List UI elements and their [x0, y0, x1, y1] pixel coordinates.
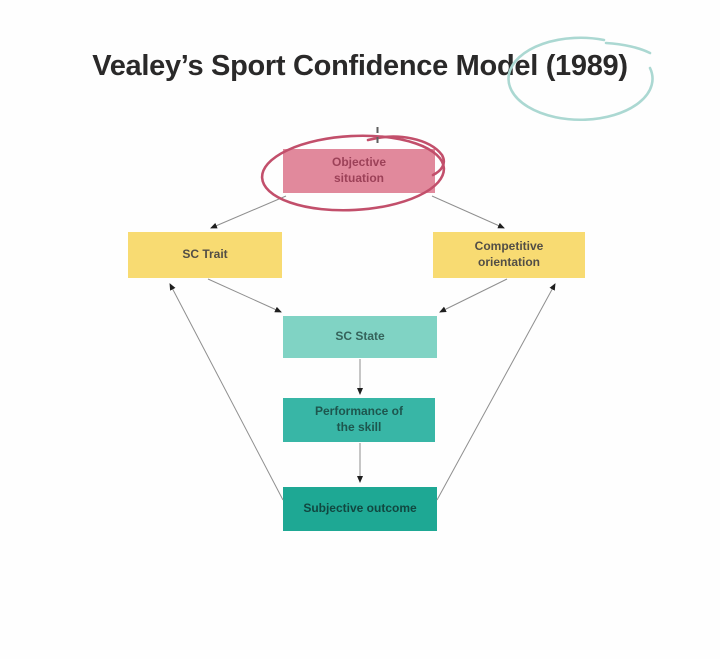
- node-performance-of-the-skill: Performance of the skill: [283, 398, 435, 442]
- arrow-subjective-to-competitive: [436, 283, 556, 501]
- node-label: Competitive orientation: [474, 239, 544, 269]
- node-competitive-orientation: Competitive orientation: [433, 232, 585, 278]
- node-objective-situation: Objective situation: [283, 149, 435, 193]
- arrow-objective-to-competitive: [431, 195, 505, 229]
- node-label: Objective situation: [331, 155, 387, 185]
- node-label: SC State: [335, 329, 385, 344]
- node-sc-state: SC State: [283, 316, 437, 358]
- arrow-subjective-to-sc-trait: [169, 283, 284, 501]
- node-sc-trait: SC Trait: [128, 232, 282, 278]
- arrow-objective-to-sc-trait: [210, 195, 287, 229]
- arrow-competitive-to-sc-state: [439, 278, 508, 313]
- node-label: Subjective outcome: [303, 501, 417, 516]
- arrow-sc-trait-to-sc-state: [207, 278, 282, 313]
- node-label: SC Trait: [182, 247, 228, 262]
- node-subjective-outcome: Subjective outcome: [283, 487, 437, 531]
- page-title: Vealey’s Sport Confidence Model (1989): [92, 50, 628, 82]
- node-label: Performance of the skill: [314, 404, 404, 434]
